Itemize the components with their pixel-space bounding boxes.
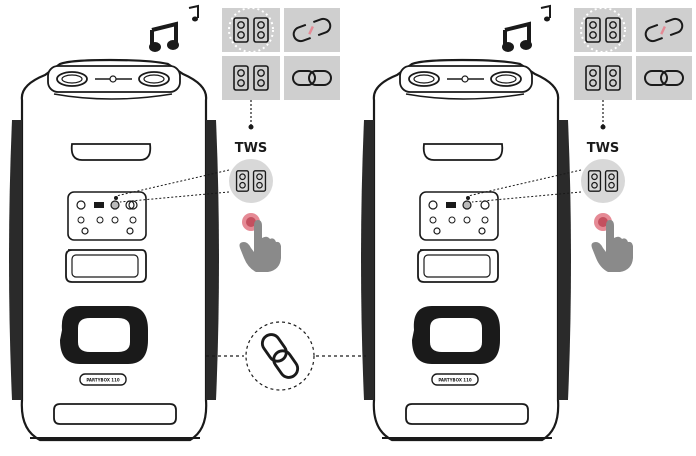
speaker-pair-blinking-icon xyxy=(580,7,626,53)
speaker-right: PARTYBOX 110 xyxy=(361,58,571,442)
speaker-pair-blinking-tile xyxy=(574,8,632,52)
connection-link xyxy=(206,321,366,391)
model-label: PARTYBOX 110 xyxy=(86,378,120,383)
speaker-left: PARTYBOX 110 xyxy=(9,58,219,442)
tws-button xyxy=(229,159,273,203)
speaker-pair-blinking-tile xyxy=(222,8,280,52)
music-notes-icon xyxy=(149,4,199,52)
chain-link-icon xyxy=(260,333,300,379)
model-label: PARTYBOX 110 xyxy=(438,378,472,383)
tws-label: TWS xyxy=(587,141,620,156)
tws-label: TWS xyxy=(235,141,268,156)
speaker-pair-tile xyxy=(574,56,632,100)
speaker-pair-tile xyxy=(222,56,280,100)
callout-right: TWS xyxy=(466,4,692,272)
tws-button xyxy=(581,159,625,203)
music-notes-icon xyxy=(502,4,551,52)
callout-left: TWS xyxy=(114,4,340,272)
speaker-pair-blinking-icon xyxy=(228,7,274,53)
